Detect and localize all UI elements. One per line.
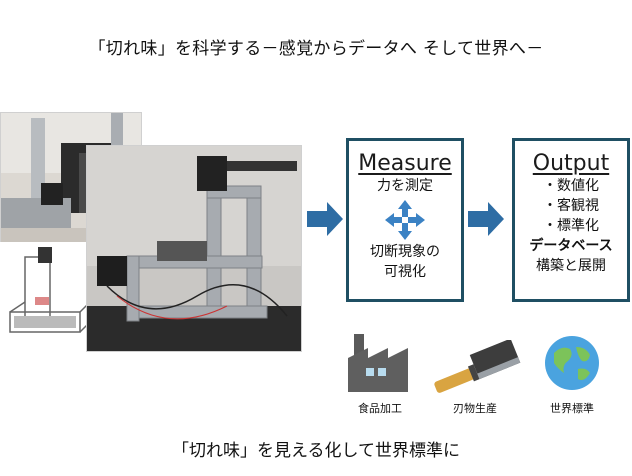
page-caption: 「切れ味」を見える化して世界標準に (172, 441, 460, 461)
output-heading: Output (532, 151, 610, 176)
arrow-right-icon (468, 202, 504, 236)
icon-label-globe: 世界標準 (550, 402, 594, 415)
globe-icon (544, 335, 600, 395)
measure-line-3: 可視化 (384, 264, 426, 280)
cross-arrows-icon (385, 200, 425, 240)
measure-line-2: 切断現象の (370, 244, 440, 260)
output-line-4: データベース (529, 238, 613, 254)
output-panel: Output ・数値化 ・客観視 ・標準化 データベース 構築と展開 (512, 138, 630, 302)
output-item: ・客観視 (543, 198, 599, 214)
measure-heading: Measure (358, 151, 452, 176)
knife-icon (425, 338, 525, 400)
photo-device-3d-model (0, 242, 95, 347)
icon-label-food: 食品加工 (358, 402, 402, 415)
output-item: ・数値化 (543, 178, 599, 194)
factory-icon (348, 330, 412, 396)
photo-device-full (86, 145, 302, 352)
measure-line-1: 力を測定 (377, 178, 433, 194)
output-item: ・標準化 (543, 218, 599, 234)
arrow-right-icon (307, 202, 343, 236)
output-line-5: 構築と展開 (536, 258, 606, 274)
measure-panel: Measure 力を測定 切断現象の 可視化 (346, 138, 464, 302)
page-title: 「切れ味」を科学する－感覚からデータへ そして世界へ－ (88, 39, 544, 59)
icon-label-knife: 刃物生産 (453, 402, 497, 415)
